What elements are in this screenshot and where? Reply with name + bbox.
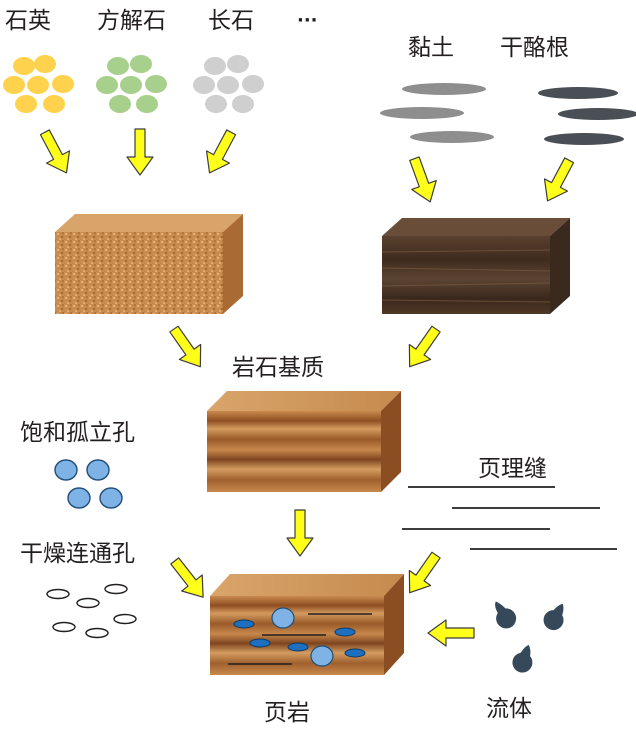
arrow-matrix-to-shale bbox=[287, 510, 313, 556]
arrow-fractures-to-shale bbox=[399, 548, 447, 601]
calcite-label: 方解石 bbox=[97, 8, 166, 34]
quartz-label: 石英 bbox=[5, 8, 51, 34]
isolated-pores-label: 饱和孤立孔 bbox=[20, 420, 135, 446]
ellipsis-label: ··· bbox=[297, 10, 318, 31]
fluid-label: 流体 bbox=[486, 696, 532, 722]
kerogen-label: 干酪根 bbox=[500, 35, 569, 61]
connected-pores-label: 干燥连通孔 bbox=[20, 541, 135, 567]
clay-label: 黏土 bbox=[408, 35, 454, 61]
shale-block bbox=[210, 574, 404, 675]
arrows bbox=[33, 126, 580, 646]
arrow-sand-to-matrix bbox=[163, 322, 211, 375]
organic-block bbox=[382, 218, 570, 314]
arrow-clay bbox=[402, 154, 442, 206]
bedding-fractures bbox=[402, 487, 617, 549]
arrow-fluid-to-shale bbox=[428, 620, 474, 646]
arrow-quartz bbox=[33, 126, 78, 179]
sandy-block bbox=[55, 214, 243, 314]
quartz-grains bbox=[3, 55, 74, 113]
bedding-fractures-label: 页理缝 bbox=[478, 456, 547, 482]
droplet-2 bbox=[540, 599, 572, 634]
arrow-pores-to-shale bbox=[165, 553, 214, 605]
connected-pores bbox=[47, 585, 136, 638]
shale-label: 页岩 bbox=[264, 700, 310, 726]
feldspar-grains bbox=[193, 55, 264, 113]
arrow-dark-to-matrix bbox=[399, 322, 447, 375]
clay-flakes bbox=[380, 83, 494, 143]
arrow-kerogen bbox=[536, 154, 581, 207]
feldspar-label: 长石 bbox=[208, 8, 254, 34]
calcite-grains bbox=[96, 55, 167, 113]
fluid-droplets bbox=[488, 596, 572, 675]
rock-matrix-label: 岩石基质 bbox=[232, 355, 324, 381]
droplet-3 bbox=[510, 642, 539, 676]
droplet-1 bbox=[488, 596, 520, 632]
arrow-feldspar bbox=[198, 126, 243, 179]
rock-matrix-block bbox=[207, 391, 401, 492]
arrow-calcite bbox=[127, 129, 153, 175]
isolated-pores bbox=[55, 460, 122, 508]
kerogen-flakes bbox=[538, 87, 636, 145]
